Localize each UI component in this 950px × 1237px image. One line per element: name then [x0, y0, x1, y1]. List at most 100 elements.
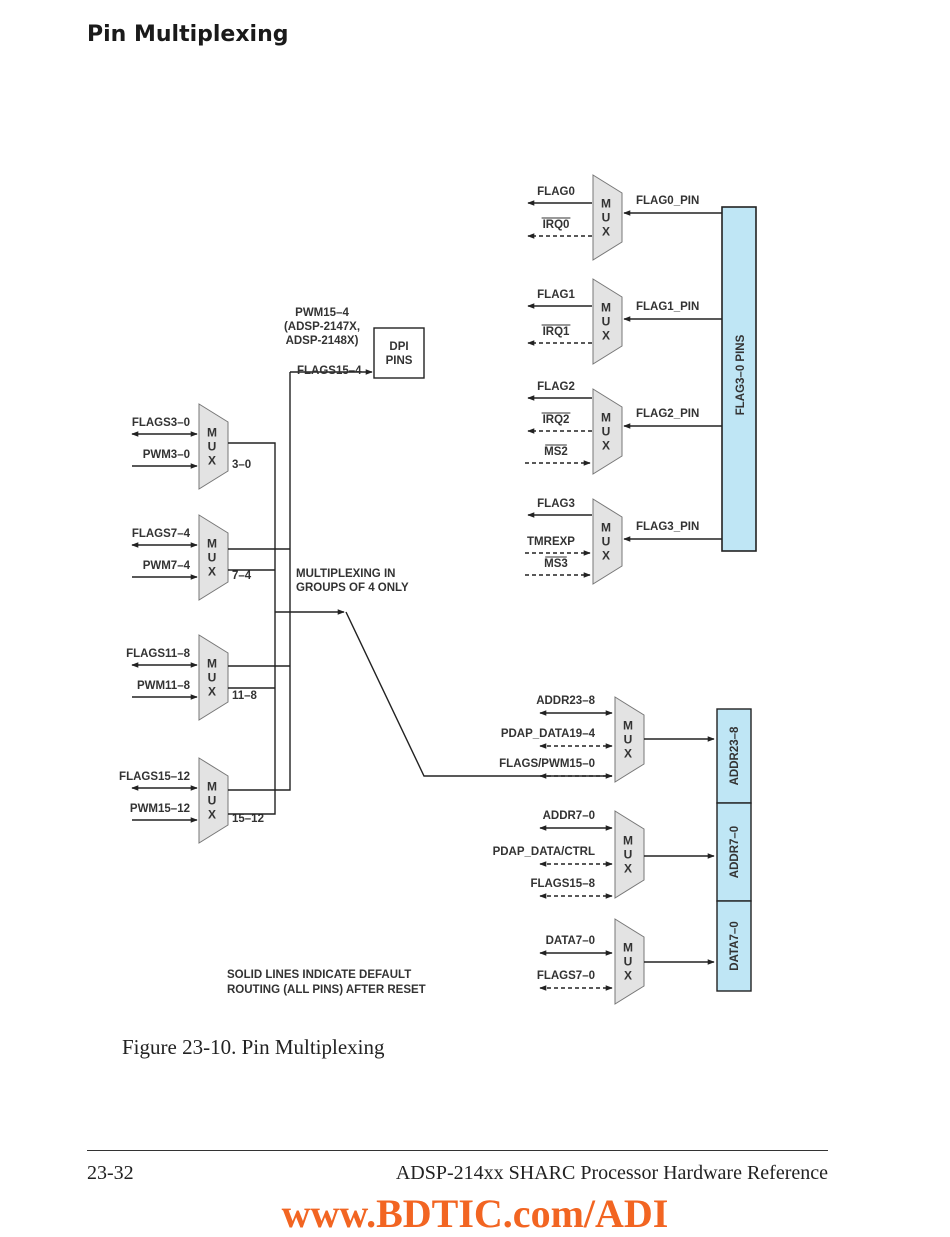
mux-block: MUX	[592, 174, 623, 261]
footer-rule	[87, 1150, 828, 1151]
mux-block: MUX	[614, 810, 645, 899]
mux-letter: X	[208, 454, 216, 468]
mux-letter: U	[624, 848, 633, 862]
signal-label: FLAGS15–8	[530, 878, 595, 890]
signal-label: IRQ0	[543, 219, 570, 231]
mux-letter: M	[601, 301, 611, 315]
mux-block: MUX	[614, 918, 645, 1005]
watermark: www.BDTIC.com/ADI	[281, 1191, 669, 1236]
pwm-label: PWM7–4	[143, 560, 191, 572]
signal-label: PDAP_DATA/CTRL	[493, 846, 595, 858]
signal-label: TMREXP	[527, 536, 575, 548]
page-number: 23-32	[87, 1162, 134, 1184]
section-title: Pin Multiplexing	[87, 22, 289, 47]
pwm-label: PWM3–0	[143, 449, 190, 461]
mux-block: MUX	[592, 388, 623, 475]
address-data-muxes: MUXADDR23–8PDAP_DATA19–4FLAGS/PWM15–0MUX…	[493, 695, 715, 1005]
signal-label: FLAGS/PWM15–0	[499, 758, 595, 770]
signal-label: PDAP_DATA19–4	[501, 728, 596, 740]
flag-pin-label: FLAG0_PIN	[636, 195, 699, 207]
mux-letter: U	[208, 551, 217, 565]
figure-caption: Figure 23-10. Pin Multiplexing	[122, 1035, 385, 1059]
flags-label: FLAGS15–12	[119, 771, 190, 783]
left-mux-groups: MUXFLAGS3–0PWM3–03–0MUXFLAGS7–4PWM7–47–4…	[119, 403, 264, 844]
bit-range-label: 7–4	[232, 570, 252, 582]
flags-label: FLAGS7–4	[132, 528, 191, 540]
mux-letter: U	[602, 535, 611, 549]
flags-label: FLAGS3–0	[132, 417, 190, 429]
mux-letter: U	[208, 794, 217, 808]
mux-block: MUX	[614, 696, 645, 783]
mux-letter: X	[208, 565, 216, 579]
mux-letter: M	[207, 426, 217, 440]
signal-label: ADDR23–8	[536, 695, 595, 707]
signal-label: IRQ2	[543, 414, 570, 426]
pwm-label: PWM15–12	[130, 803, 190, 815]
mux-block: MUX	[198, 403, 229, 490]
mux-letter: M	[601, 521, 611, 535]
mux-letter: M	[207, 537, 217, 551]
mux-letter: U	[602, 211, 611, 225]
document-title: ADSP-214xx SHARC Processor Hardware Refe…	[395, 1162, 828, 1184]
signal-label: MS3	[544, 558, 568, 570]
dpi-pins-box	[373, 327, 425, 379]
mux-letter: X	[624, 747, 632, 761]
mux-block: MUX	[592, 498, 623, 585]
pin-box	[716, 900, 752, 992]
mux-block: MUX	[198, 514, 229, 601]
dpi-pwm-label: (ADSP-2147X,	[284, 321, 360, 333]
mux-block: MUX	[198, 757, 229, 844]
dpi-pwm-label: ADSP-2148X)	[286, 335, 359, 347]
bit-range-label: 15–12	[232, 813, 264, 825]
signal-label: FLAG1	[537, 289, 575, 301]
pwm-label: PWM11–8	[137, 680, 191, 692]
mux-block: MUX	[198, 634, 229, 721]
mux-letter: M	[601, 411, 611, 425]
mux-letter: M	[623, 834, 633, 848]
mux-letter: U	[624, 733, 633, 747]
signal-label: FLAG0	[537, 186, 575, 198]
mux-letter: U	[208, 671, 217, 685]
pin-box	[716, 708, 752, 804]
mux-letter: X	[602, 549, 610, 563]
pin-box	[716, 802, 752, 902]
mux-letter: X	[624, 969, 632, 983]
mux-letter: M	[623, 719, 633, 733]
flag-pin-label: FLAG2_PIN	[636, 408, 699, 420]
mux-letter: X	[602, 225, 610, 239]
signal-label: FLAG3	[537, 498, 575, 510]
mux-letter: M	[207, 657, 217, 671]
flag-pins-bus	[721, 206, 757, 552]
mux-letter: M	[623, 941, 633, 955]
pin-box-label: DATA7–0	[729, 921, 741, 970]
legend-note: ROUTING (ALL PINS) AFTER RESET	[227, 984, 426, 996]
signal-label: MS2	[544, 446, 568, 458]
dpi-box-label: PINS	[386, 355, 413, 367]
signal-label: FLAG2	[537, 381, 575, 393]
multiplexing-note: GROUPS OF 4 ONLY	[296, 582, 409, 594]
mux-letter: X	[602, 439, 610, 453]
mux-letter: X	[602, 329, 610, 343]
multiplexing-note: MULTIPLEXING IN	[296, 568, 395, 580]
bit-range-label: 3–0	[232, 459, 251, 471]
signal-label: FLAGS7–0	[537, 970, 595, 982]
dpi-flags-label: FLAGS15–4	[297, 365, 362, 377]
mux-letter: U	[602, 315, 611, 329]
mux-letter: U	[208, 440, 217, 454]
signal-label: IRQ1	[543, 326, 570, 338]
pin-box-label: ADDR23–8	[729, 726, 741, 785]
dpi-pwm-label: PWM15–4	[295, 307, 349, 319]
mux-letter: M	[601, 197, 611, 211]
